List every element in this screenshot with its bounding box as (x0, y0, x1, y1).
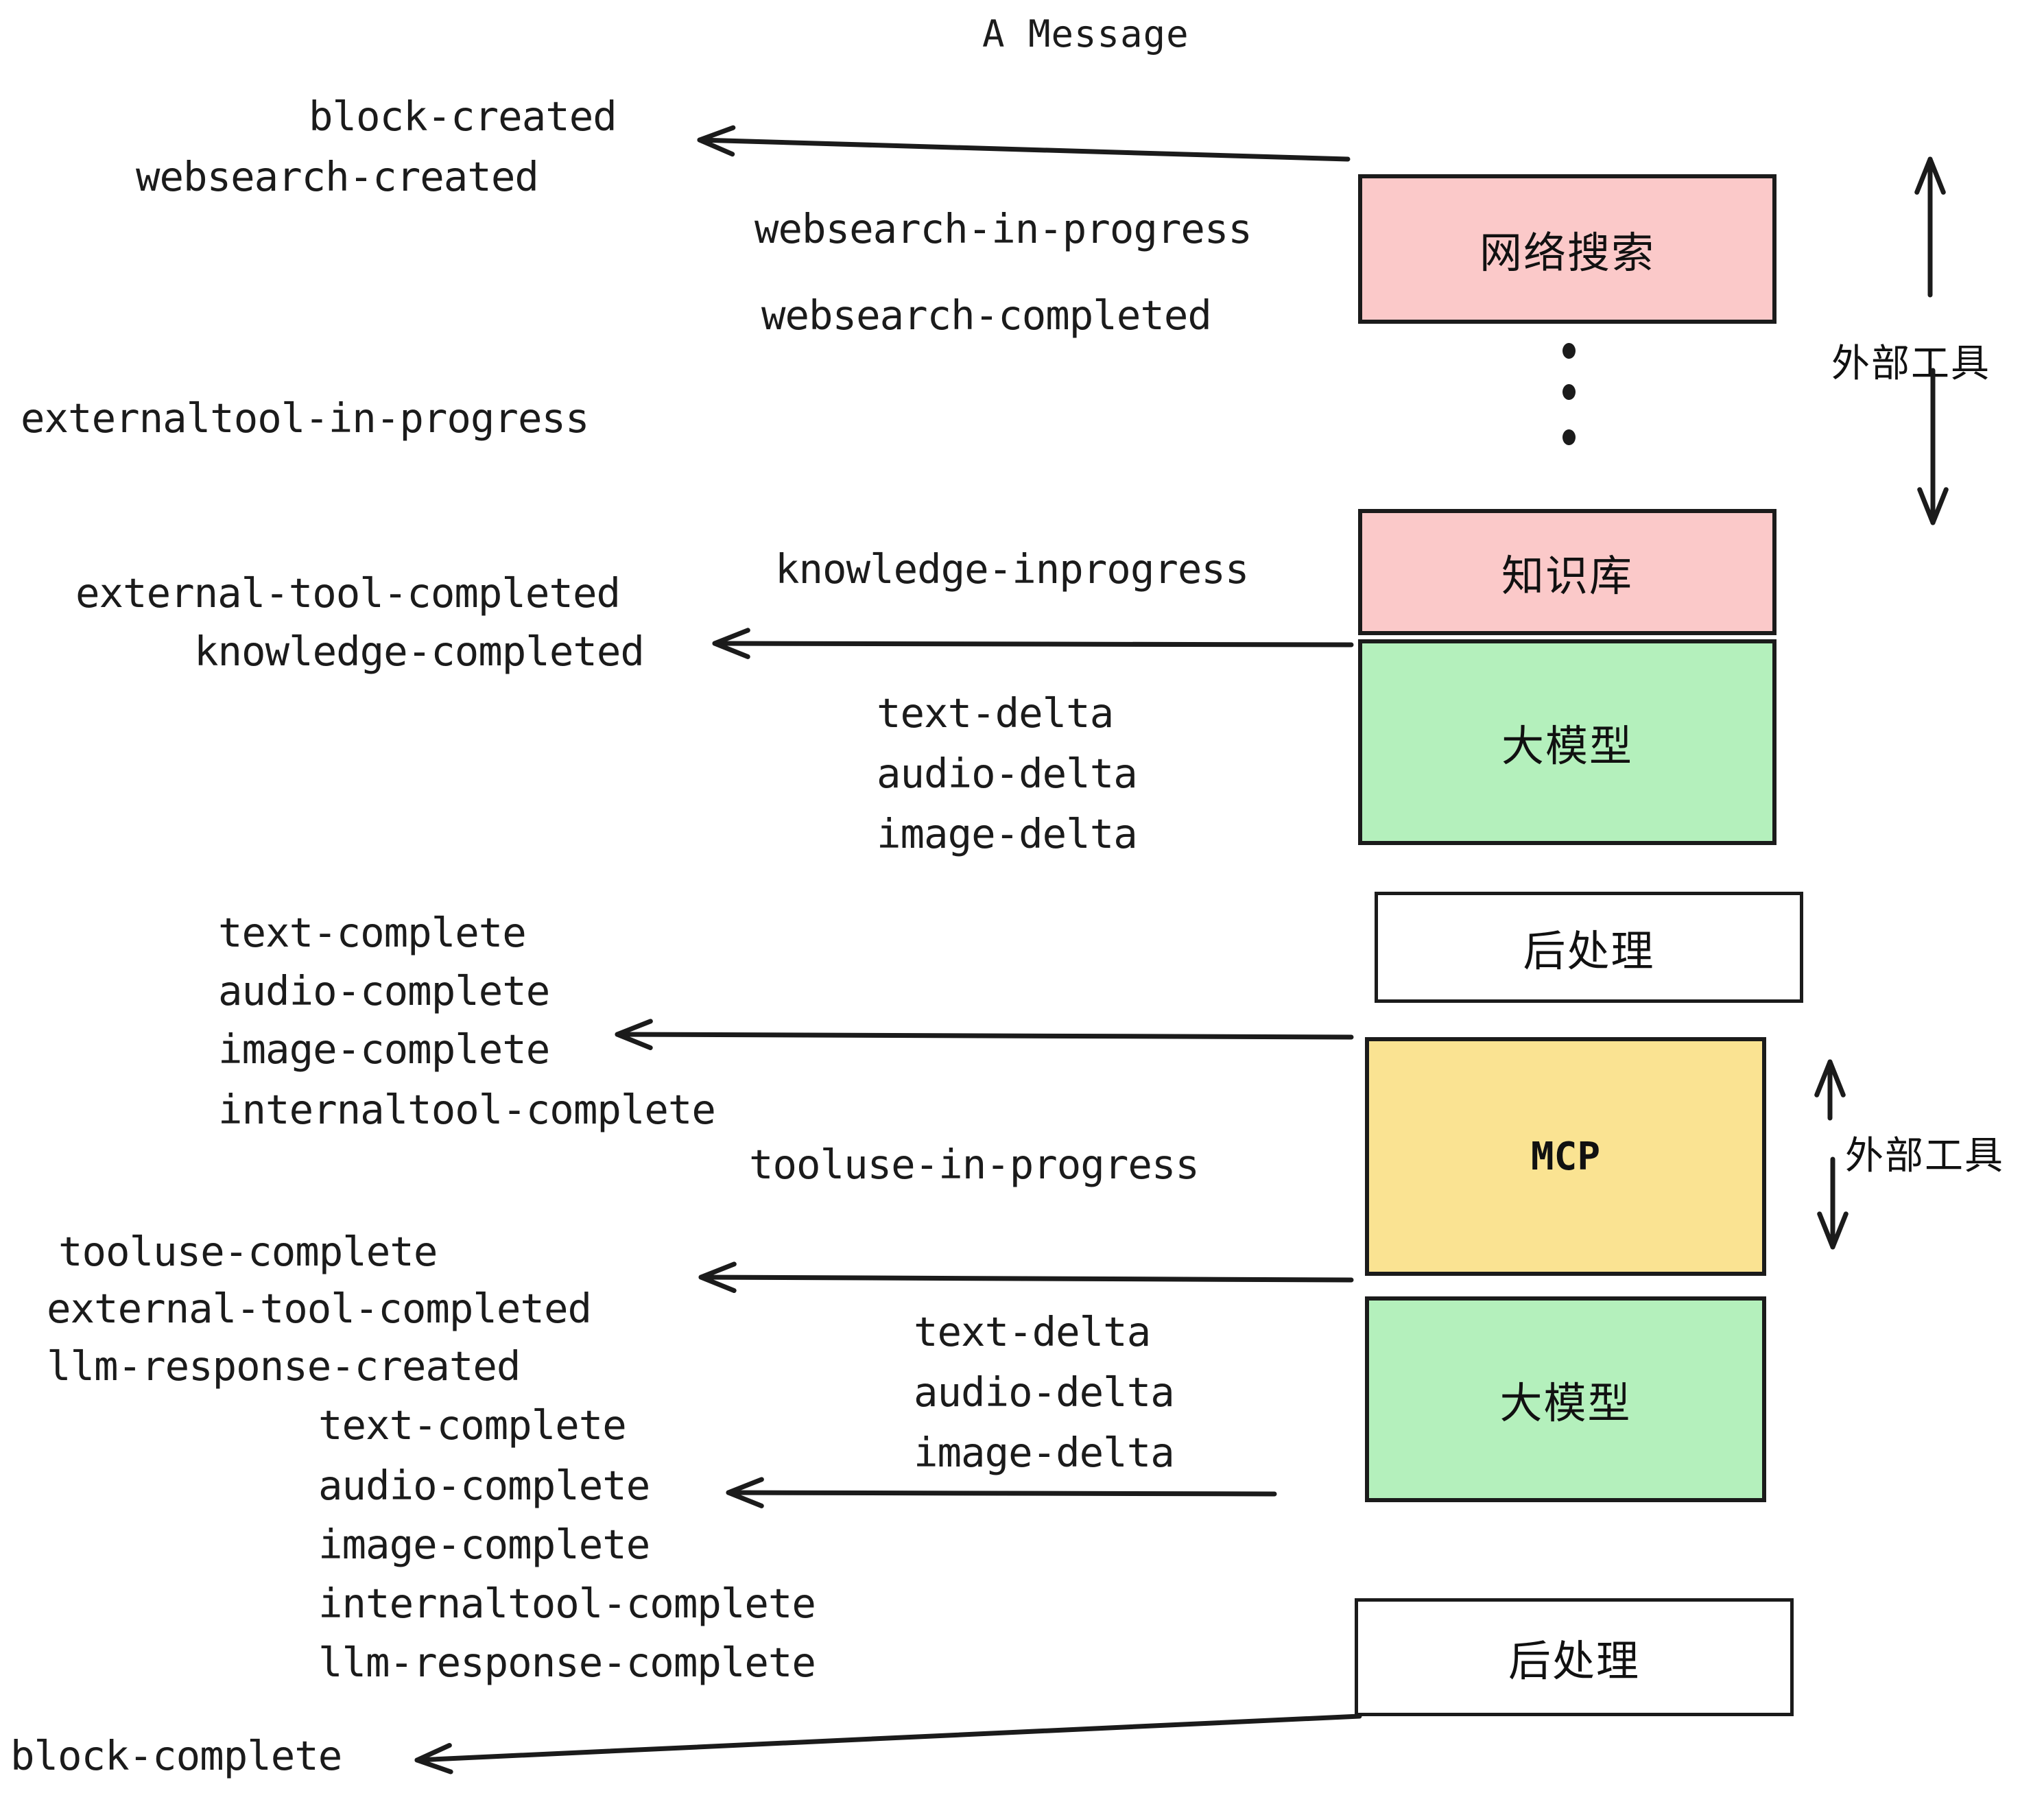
event-label: audio-delta (877, 750, 1138, 797)
ellipsis-dot (1562, 429, 1576, 445)
arrow-image-complete (615, 1032, 1354, 1040)
arrow-external-down-top-head (1917, 487, 1949, 525)
event-label: text-complete (218, 909, 527, 956)
arrow-knowledge-completed-head (712, 628, 750, 659)
arrow-external-down-bot-head (1817, 1211, 1849, 1250)
event-label: websearch-completed (761, 292, 1212, 339)
arrow-image-complete-head (615, 1019, 653, 1050)
box-llm-first[interactable]: 大模型 (1358, 639, 1776, 845)
box-postprocess-first[interactable]: 后处理 (1375, 892, 1803, 1003)
box-llm-second[interactable]: 大模型 (1365, 1296, 1766, 1502)
event-label: tooluse-in-progress (749, 1141, 1200, 1188)
event-label: block-complete (10, 1732, 342, 1779)
box-knowledge[interactable]: 知识库 (1358, 509, 1776, 635)
event-label: image-delta (877, 810, 1138, 857)
event-label: image-complete (218, 1025, 550, 1073)
arrow-block-complete-head (414, 1742, 453, 1775)
event-label: externaltool-in-progress (21, 394, 590, 442)
box-postprocess-second[interactable]: 后处理 (1355, 1598, 1794, 1716)
arrow-audio-complete (726, 1490, 1277, 1497)
event-label: text-complete (318, 1401, 627, 1449)
event-label: external-tool-completed (47, 1285, 592, 1332)
event-label: knowledge-inprogress (775, 545, 1249, 593)
arrow-knowledge-completed (712, 641, 1354, 648)
arrow-block-created (697, 137, 1351, 162)
event-label: image-delta (914, 1429, 1175, 1476)
arrow-external-up-bot-head (1814, 1059, 1846, 1097)
diagram-title: A Message (982, 12, 1189, 56)
event-label: internaltool-complete (218, 1086, 716, 1133)
event-label: audio-complete (218, 967, 550, 1014)
event-label: image-complete (318, 1521, 650, 1568)
event-label: external-tool-completed (75, 569, 621, 617)
arrow-tooluse-complete-head (698, 1261, 737, 1293)
ellipsis-dot (1562, 343, 1576, 359)
side-label-external-tools-top: 外部工具 (1831, 342, 1990, 386)
event-label: websearch-created (136, 153, 539, 200)
arrow-external-up-top-head (1914, 156, 1946, 195)
arrow-audio-complete-head (726, 1477, 764, 1508)
event-label: llm-response-created (47, 1342, 521, 1390)
box-mcp[interactable]: MCP (1365, 1037, 1766, 1276)
event-label: text-delta (877, 689, 1114, 737)
event-label: text-delta (914, 1308, 1151, 1355)
event-label: audio-complete (318, 1462, 650, 1509)
event-label: tooluse-complete (58, 1228, 438, 1275)
event-label: llm-response-complete (318, 1639, 816, 1686)
arrow-block-complete (414, 1713, 1362, 1763)
event-label: knowledge-completed (194, 628, 645, 675)
event-label: websearch-in-progress (754, 205, 1252, 252)
event-label: audio-delta (914, 1368, 1175, 1416)
box-websearch[interactable]: 网络搜索 (1358, 174, 1776, 324)
side-label-external-tools-bottom: 外部工具 (1845, 1134, 2004, 1178)
event-label: block-created (309, 93, 617, 140)
arrow-tooluse-complete (698, 1274, 1354, 1283)
ellipsis-dot (1562, 384, 1576, 400)
arrow-block-created-head (697, 125, 736, 157)
event-label: internaltool-complete (318, 1580, 816, 1627)
